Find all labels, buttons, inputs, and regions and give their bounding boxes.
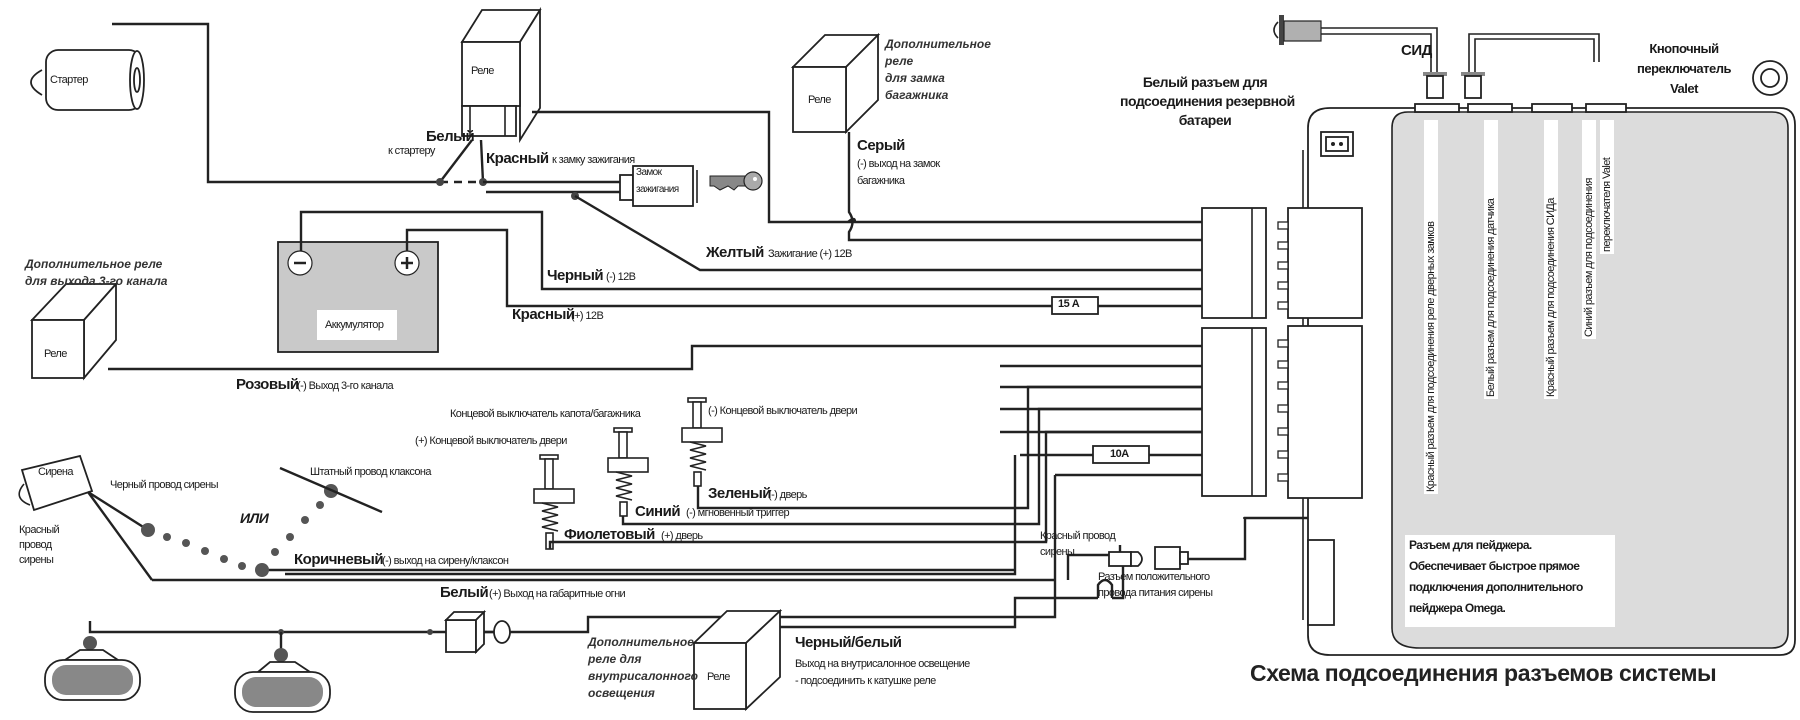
interior-relay-note: Дополнительное	[588, 635, 694, 649]
siren-black-wire-note: Черный провод сирены	[110, 479, 218, 491]
starter-label: Стартер	[50, 74, 88, 86]
interior-relay	[691, 608, 783, 712]
ignition-lock-label-2: зажигания	[636, 184, 679, 195]
valet-switch-label: переключатель	[1637, 61, 1731, 76]
grey-wire-color: Серый	[857, 137, 905, 154]
parking-light-1	[44, 636, 141, 701]
trunk-relay-note: для замка	[885, 71, 945, 85]
valet-switch	[1461, 33, 1788, 99]
valet-switch-label: Valet	[1670, 81, 1698, 96]
trunk-relay	[790, 32, 881, 135]
door-lock-relay-connector-note: Красный разъем для подсоединения реле дв…	[1424, 120, 1438, 494]
white-lights-wire-color: Белый	[440, 584, 489, 601]
trunk-relay-note: реле	[885, 54, 914, 68]
siren-label: Сирена	[38, 466, 74, 478]
pager-note: Обеспечивает быстрое прямое	[1409, 559, 1580, 573]
relay-label: Реле	[471, 65, 494, 77]
valet-connector-note-2: переключателя Valet	[1600, 120, 1614, 254]
white-starter-wire-color: Белый	[426, 128, 475, 145]
red-power-wire-desc: (+) 12В	[571, 310, 604, 322]
siren	[18, 454, 94, 512]
interior-relay-note: реле для	[588, 652, 642, 666]
blue-wire-desc: (-) мгновенный триггер	[686, 507, 790, 519]
violet-wire-desc: (+) дверь	[661, 530, 703, 542]
pager-note-box: Разъем для пейджера. Обеспечивает быстро…	[1405, 535, 1615, 627]
parking-light-2	[234, 648, 331, 713]
siren-red-wire-note: провод	[19, 539, 52, 551]
siren-pos-conn-note: Разъем положительного	[1098, 571, 1210, 583]
blue-wire-color: Синий	[635, 503, 681, 520]
battery-label: Аккумулятор	[325, 319, 384, 331]
diagram-title: Схема подсоединения разъемов системы	[1250, 660, 1717, 686]
siren-red-wire-note: Красный	[19, 524, 60, 536]
valet-switch-label: Кнопочный	[1649, 41, 1719, 56]
pink-wire-desc: (-) Выход 3-го канала	[297, 380, 394, 392]
trunk-relay-label: Реле	[808, 94, 831, 106]
led-indicator	[1273, 15, 1447, 99]
black-white-wire-desc-1: Выход на внутрисалонное освещение	[795, 658, 970, 670]
backup-battery-note: подсоединения резервной	[1120, 93, 1295, 109]
interior-relay-note: освещения	[588, 686, 655, 700]
key-icon	[709, 171, 763, 191]
interior-relay-label: Реле	[707, 671, 730, 683]
pager-note: Разъем для пейджера.	[1409, 538, 1532, 552]
brown-wire-color: Коричневый	[294, 551, 384, 568]
yellow-wire-desc: Зажигание (+) 12В	[768, 248, 852, 260]
green-wire-desc: (-) дверь	[768, 489, 807, 501]
fuse-10a: 10А	[1110, 448, 1129, 460]
backup-battery-note: батареи	[1178, 112, 1232, 128]
violet-wire-color: Фиолетовый	[564, 526, 655, 543]
black-wire-color: Черный	[547, 267, 604, 284]
siren-red-wire-note: сирены	[19, 554, 54, 566]
black-wire-desc: (-) 12В	[606, 271, 636, 283]
black-white-wire-desc-2: - подсоединить к катушке реле	[795, 675, 936, 687]
led-label: СИД	[1401, 42, 1432, 59]
door-switches	[533, 397, 723, 550]
channel3-relay-note: для выхода 3-го канала	[25, 274, 168, 288]
pager-note: подключения дополнительного	[1409, 580, 1583, 594]
black-white-wire-color: Черный/белый	[795, 634, 902, 651]
or-dots	[141, 484, 338, 577]
trunk-relay-note: багажника	[885, 88, 949, 102]
siren-red-conn-note: сирены	[1040, 546, 1075, 558]
red-ignition-wire-desc: к замку зажигания	[552, 154, 635, 166]
yellow-wire-color: Желтый	[706, 244, 764, 261]
channel3-relay	[29, 281, 119, 381]
siren-pos-conn-note: провода питания сирены	[1098, 587, 1213, 599]
horn-wire-note: Штатный провод клаксона	[310, 466, 432, 478]
led-connector-note: Красный разъем для подсоединения СИДа	[1544, 120, 1558, 399]
valet-connector-note-1: Синий разъем для подсоединения	[1582, 120, 1596, 339]
grey-wire-desc-1: (-) выход на замок	[857, 158, 940, 170]
door-pos-switch-note: (+) Концевой выключатель двери	[415, 435, 567, 447]
trunk-relay-note: Дополнительное	[885, 37, 991, 51]
light-switch	[443, 609, 511, 655]
pink-wire-color: Розовый	[236, 376, 299, 393]
grey-wire-desc-2: багажника	[857, 175, 905, 187]
starter-relay	[460, 6, 542, 144]
fuse-15a: 15 А	[1058, 298, 1080, 310]
white-starter-wire-desc: к стартеру	[388, 145, 435, 157]
channel3-relay-label: Реле	[44, 348, 67, 360]
sensor-connector-note: Белый разъем для подсоединения датчика	[1484, 120, 1498, 399]
ignition-lock-label-1: Замок	[636, 167, 662, 178]
brown-wire-desc: (-) выход на сирену/клаксон	[382, 555, 509, 567]
pager-note: пейджера Omega.	[1409, 601, 1506, 615]
battery	[277, 241, 439, 353]
hood-trunk-switch-note: Концевой выключатель капота/багажника	[450, 408, 641, 420]
green-wire-color: Зеленый	[708, 485, 772, 502]
white-lights-wire-desc: (+) Выход на габаритные огни	[489, 588, 626, 600]
interior-relay-note: внутрисалонного	[588, 669, 698, 683]
or-label: ИЛИ	[240, 510, 269, 526]
channel3-relay-note: Дополнительное реле	[25, 257, 163, 271]
backup-battery-note: Белый разъем для	[1142, 74, 1268, 90]
starter	[30, 49, 145, 111]
red-ignition-wire-color: Красный	[486, 150, 549, 167]
red-power-wire-color: Красный	[512, 306, 575, 323]
door-neg-switch-note: (-) Концевой выключатель двери	[708, 405, 858, 417]
siren-red-conn-note: Красный провод	[1040, 530, 1116, 542]
